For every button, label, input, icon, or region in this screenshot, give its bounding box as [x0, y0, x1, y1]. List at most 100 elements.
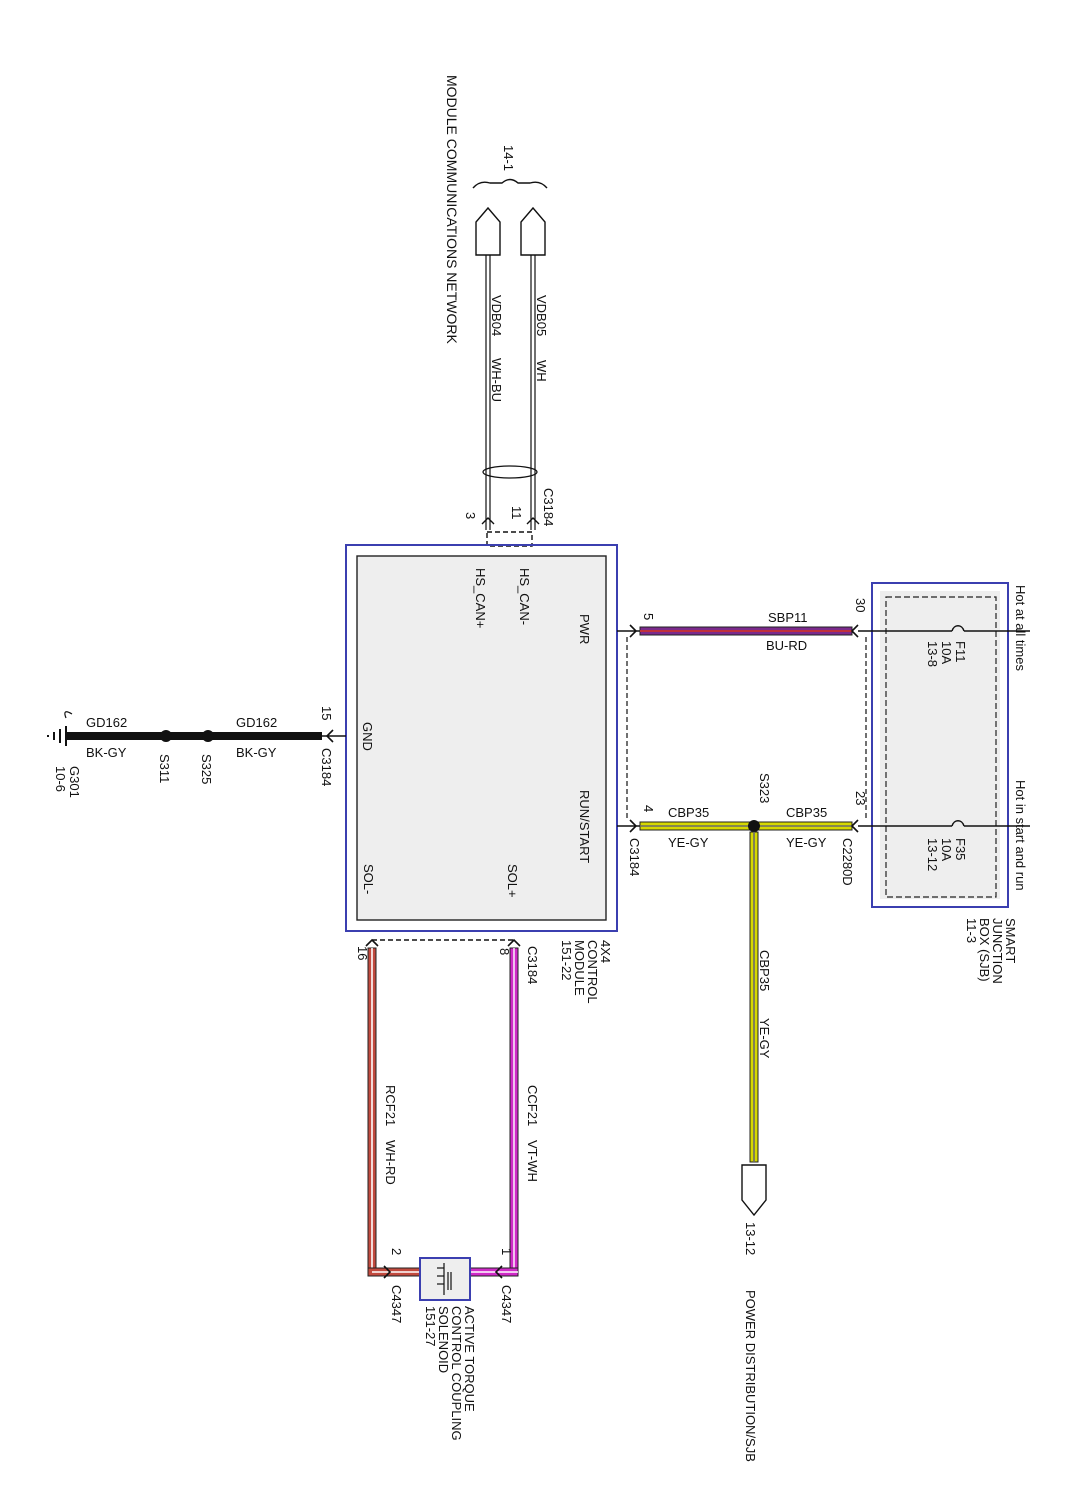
power-dist-color: YE-GY [757, 1018, 772, 1059]
sol-minus-pin-sol: 2 [389, 1248, 404, 1255]
run-color-left: YE-GY [668, 835, 709, 850]
svg-text:SMART: SMART [1003, 918, 1018, 963]
ground-symbol-icon [47, 711, 73, 746]
sol-minus-pin-module: 16 [355, 946, 370, 960]
sol-minus-circuit: RCF21 [383, 1085, 398, 1126]
splice-s311-label: S311 [157, 754, 172, 783]
hot-in-start-run-label: Hot in start and run [1013, 780, 1028, 891]
can-plus-pin: 3 [463, 512, 478, 519]
module-name: 4X4 CONTROL MODULE 151-22 [559, 940, 613, 1004]
run-color-right: YE-GY [786, 835, 827, 850]
sjb-name: SMART JUNCTION BOX (SJB) 11-3 [964, 918, 1018, 984]
run-circuit-right: CBP35 [786, 805, 827, 820]
ground-circuit-right: GD162 [236, 715, 277, 730]
sol-minus-pin2-icon [383, 1265, 392, 1279]
hot-at-all-times-label: Hot at all times [1013, 585, 1028, 671]
svg-text:SOLENOID: SOLENOID [436, 1306, 451, 1373]
pin-label-pwr: PWR [577, 614, 592, 644]
power-wire: 5 30 SBP11 BU-RD [617, 598, 868, 653]
run-pin-module: 4 [641, 805, 656, 812]
power-circuit: SBP11 [768, 610, 808, 625]
can-plus-arrow-icon [475, 206, 501, 256]
svg-text:4X4: 4X4 [598, 940, 613, 963]
network-section: MODULE COMMUNICATIONS NETWORK 14-1 VDB05… [444, 75, 556, 547]
svg-text:11-3: 11-3 [964, 918, 979, 943]
can-plus-circuit: VDB04 [489, 295, 504, 336]
ground-color-left: BK-GY [86, 745, 127, 760]
twist-marker [482, 465, 538, 479]
fuse-f11-id: F11 [953, 641, 968, 662]
splice-s323-label: S323 [757, 773, 772, 803]
ground-circuit-left: GD162 [86, 715, 127, 730]
power-pin-module-icon [629, 624, 638, 638]
sjb-outer-border [871, 582, 1009, 908]
can-minus-wire [530, 255, 536, 530]
power-color: BU-RD [766, 638, 807, 653]
can-minus-color: WH [534, 360, 549, 382]
network-title: MODULE COMMUNICATIONS NETWORK [444, 75, 460, 345]
can-minus-circuit: VDB05 [534, 295, 549, 336]
sol-plus-pin2-icon [494, 1265, 503, 1279]
fuse-f11-rating: 10A [939, 641, 954, 664]
fuse-f35-rating: 10A [939, 838, 954, 861]
power-dist-arrow-icon [741, 1164, 767, 1217]
run-pin-module-icon [629, 819, 638, 833]
can-plus-pin-icon [481, 517, 495, 525]
sol-minus-sol-connector: C4347 [389, 1285, 404, 1323]
fuse-f35-ref: 13-12 [925, 838, 940, 871]
can-minus-pin-icon [526, 517, 540, 525]
pin-label-run-start: RUN/START [577, 790, 592, 863]
run-start-wire: 4 23 CBP35 YE-GY CBP35 YE-GY S323 C3184 … [617, 773, 868, 886]
ground-pin: 15 [319, 706, 334, 720]
solenoid-plus-wire: 8 C3184 CCF21 VT-WH 1 C4347 [469, 938, 540, 1323]
can-connector-dashed [486, 531, 533, 547]
can-minus-arrow-icon [520, 206, 546, 256]
ground-pin-icon [325, 729, 334, 743]
solenoid-box [419, 1257, 471, 1301]
splice-s311-icon [160, 730, 172, 742]
svg-text:151-27: 151-27 [423, 1306, 438, 1346]
svg-text:MODULE: MODULE [572, 940, 587, 996]
run-connector-sjb: C2280D [840, 838, 855, 886]
sjb-body [880, 591, 1000, 899]
module-body [356, 555, 607, 921]
solenoid-name: ACTIVE TORQUE CONTROL COUPLING SOLENOID … [423, 1306, 477, 1441]
pin-label-gnd: GND [360, 722, 375, 751]
svg-text:BOX (SJB): BOX (SJB) [977, 918, 992, 982]
power-pin-sjb-icon [850, 624, 859, 638]
fuse-f11-icon [951, 625, 965, 632]
ground-section: 15 C3184 GD162 BK-GY GD162 BK-GY S325 S3… [47, 706, 346, 798]
ground-id: G301 [67, 766, 82, 798]
sol-plus-circuit: CCF21 [525, 1085, 540, 1126]
sol-plus-sol-connector: C4347 [499, 1285, 514, 1323]
sol-plus-connector: C3184 [525, 946, 540, 984]
pin-label-hs-can-minus: HS_CAN- [517, 568, 532, 625]
run-pin-sjb-icon [850, 819, 859, 833]
svg-text:CONTROL COUPLING: CONTROL COUPLING [449, 1306, 464, 1441]
ground-color-right: BK-GY [236, 745, 277, 760]
sjb-inner-dashed [885, 596, 997, 898]
control-module: HS_CAN- HS_CAN+ PWR RUN/START GND SOL+ S… [345, 544, 618, 1004]
power-pin-module: 5 [641, 613, 656, 620]
svg-text:JUNCTION: JUNCTION [990, 918, 1005, 984]
network-ref: 14-1 [501, 145, 516, 171]
run-pin-sjb: 23 [853, 791, 868, 805]
solenoid-coil-icon [437, 1263, 452, 1295]
fuse-f11-ref: 13-8 [925, 641, 940, 667]
can-connector-label: C3184 [541, 488, 556, 526]
run-circuit-left: CBP35 [668, 805, 709, 820]
ground-connector: C3184 [319, 748, 334, 786]
pin-label-sol-plus: SOL+ [505, 864, 520, 898]
can-minus-pin: 11 [509, 506, 524, 520]
svg-text:CONTROL: CONTROL [585, 940, 600, 1004]
can-plus-color: WH-BU [489, 358, 504, 402]
network-brace [472, 178, 548, 189]
run-connector-module: C3184 [627, 838, 642, 876]
ground-ref: 10-6 [53, 766, 68, 792]
sol-plus-color: VT-WH [525, 1140, 540, 1182]
fuse-f35-icon [951, 820, 965, 827]
smart-junction-box: Hot at all times Hot in start and run F1… [858, 582, 1030, 984]
pin-label-hs-can-plus: HS_CAN+ [473, 568, 488, 628]
power-dist-ref: 13-12 [743, 1222, 758, 1255]
